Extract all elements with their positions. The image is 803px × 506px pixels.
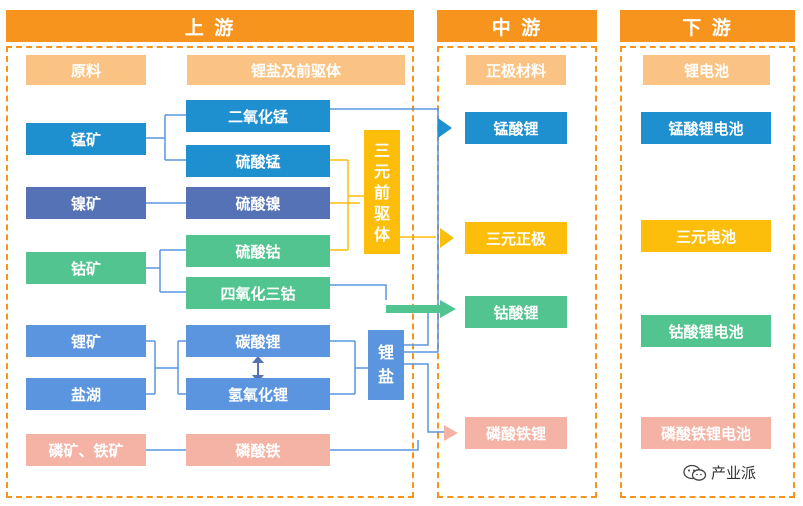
raw-cobalt-ore: 钴矿	[26, 252, 146, 284]
col-title-raw-materials: 原料	[26, 55, 146, 85]
line-fepo4-to-lfp	[330, 440, 419, 451]
line-lisalt-to-lmo	[404, 128, 439, 353]
line-cobalt-ore	[146, 249, 186, 293]
salt-lithium-hydroxide: 氢氧化锂	[186, 378, 330, 410]
ternary-precursor: 三 元 前 驱 体	[364, 130, 400, 254]
header-upstream: 上 游	[6, 10, 414, 42]
line-sulfates-to-precursor	[330, 159, 364, 251]
ternary-precursor-char: 驱	[373, 203, 390, 223]
lithium-salt-char: 盐	[377, 367, 394, 386]
raw-nickel-ore: 镍矿	[26, 187, 146, 219]
arrow-to-lmo	[438, 118, 452, 138]
line-to-lithium-salt	[330, 340, 368, 395]
header-downstream: 下 游	[620, 10, 795, 42]
downstream-frame	[620, 46, 795, 498]
watermark-text: 产业派	[711, 464, 757, 482]
salt-iron-phosphate: 磷酸铁	[186, 434, 330, 466]
salt-nickel-sulfate: 硫酸镍	[186, 187, 330, 219]
mid-lfp: 磷酸铁锂	[465, 417, 567, 449]
ternary-precursor-char: 前	[373, 182, 390, 202]
wechat-icon	[683, 464, 707, 481]
line-lisalt-to-lfp	[404, 363, 444, 433]
down-lfp-battery: 磷酸铁锂电池	[641, 417, 771, 449]
lithium-salt: 锂 盐	[368, 330, 404, 400]
down-lco-battery: 钴酸锂电池	[641, 315, 771, 347]
salt-cobalt-sulfate: 硫酸钴	[186, 235, 330, 267]
ternary-precursor-char: 体	[373, 224, 390, 244]
down-ternary-battery: 三元电池	[641, 220, 771, 252]
raw-salt-lake: 盐湖	[26, 378, 146, 410]
salt-cobalt-oxide: 四氧化三钴	[186, 277, 330, 309]
raw-manganese-ore: 锰矿	[26, 123, 146, 155]
arrow-shaft-to-lco	[386, 305, 442, 313]
lithium-salt-char: 锂	[377, 343, 394, 362]
ternary-precursor-char: 三	[373, 140, 390, 160]
col-title-lithium-battery: 锂电池	[643, 55, 770, 85]
arrow-to-ternary	[440, 228, 454, 248]
header-midstream: 中 游	[437, 10, 597, 42]
line-co3o4-to-lco	[330, 284, 387, 300]
down-lmo-battery: 锰酸锂电池	[641, 112, 771, 144]
line-manganese-ore	[146, 114, 186, 161]
mid-lmo: 锰酸锂	[465, 112, 567, 144]
salt-manganese-dioxide: 二氧化锰	[186, 100, 330, 132]
arrow-to-lfp	[444, 425, 458, 441]
raw-phosphate-iron-ore: 磷矿、铁矿	[26, 434, 146, 466]
upstream-frame	[6, 46, 414, 498]
arrow-to-lco	[440, 300, 456, 318]
line-lithium-ore	[146, 340, 186, 395]
raw-lithium-ore: 锂矿	[26, 325, 146, 357]
col-title-lithium-salts: 锂盐及前驱体	[187, 55, 405, 85]
mid-lco: 钴酸锂	[465, 296, 567, 328]
mid-ternary-cathode: 三元正极	[465, 222, 567, 254]
col-title-cathode-materials: 正极材料	[466, 55, 566, 85]
salt-lithium-carbonate: 碳酸锂	[186, 325, 330, 357]
ternary-precursor-char: 元	[373, 161, 390, 181]
salt-manganese-sulfate: 硫酸锰	[186, 145, 330, 177]
watermark: 产业派	[683, 462, 756, 483]
line-lisalt-to-lco	[404, 312, 429, 346]
line-mno2-to-lmo	[330, 108, 439, 128]
